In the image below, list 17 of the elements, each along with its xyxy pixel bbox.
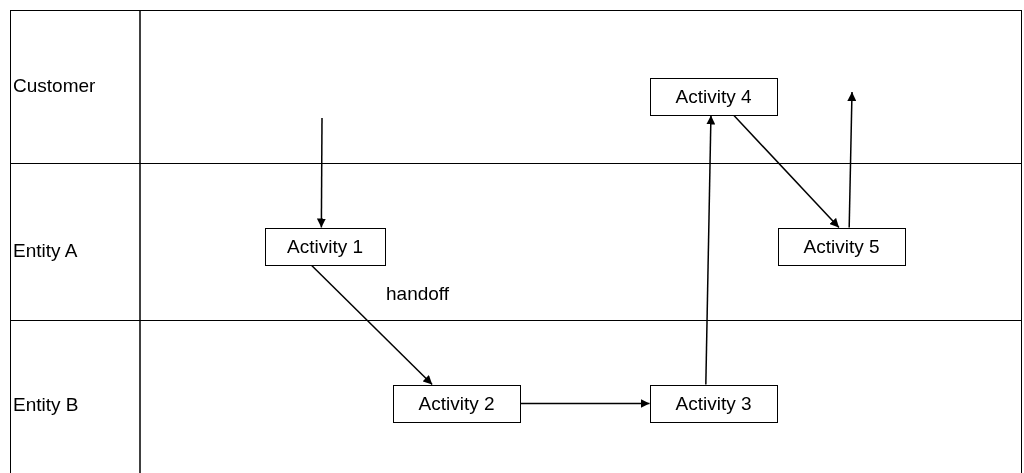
activity-box: Activity 2 — [392, 384, 521, 423]
activity-box: Activity 4 — [649, 77, 778, 116]
arrow — [705, 114, 716, 386]
lane-label: Entity A — [13, 240, 78, 262]
lane-label: Customer — [13, 75, 96, 97]
arrow — [519, 399, 651, 408]
swimlane — [10, 163, 1022, 321]
activity-box: Activity 3 — [649, 384, 778, 423]
arrow — [733, 114, 840, 229]
swimlane — [10, 10, 1022, 164]
activity-box: Activity 5 — [777, 227, 906, 266]
swimlane — [10, 320, 1022, 473]
lane-label: Entity B — [13, 394, 79, 416]
activity-box: Activity 1 — [264, 227, 386, 266]
arrow — [316, 117, 326, 229]
arrow — [310, 264, 433, 386]
arrow — [847, 91, 857, 229]
